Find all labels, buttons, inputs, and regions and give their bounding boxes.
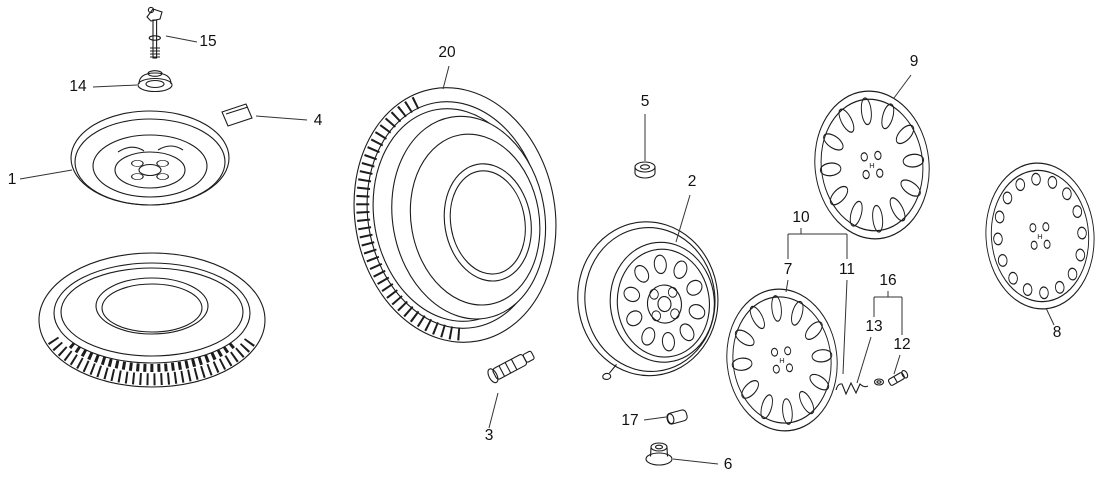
- brand-mark-lower-cover: H: [779, 356, 784, 365]
- callout-bracket-10: [787, 228, 848, 259]
- valve-core-drawing: [146, 6, 163, 59]
- callout-12: 12: [893, 336, 910, 353]
- tire-drawing: [353, 87, 557, 343]
- spare-tire-drawing: [38, 252, 266, 388]
- wheel-cover-right-drawing: [985, 162, 1095, 310]
- valve-clip-drawing: [835, 381, 869, 396]
- callout-1: 1: [8, 171, 17, 188]
- balance-weight-drawing: [666, 409, 688, 425]
- brand-mark-upper-cover: H: [869, 161, 874, 170]
- callout-5: 5: [641, 93, 650, 110]
- wheel-cover-lower-drawing: [720, 288, 844, 432]
- callout-9: 9: [910, 53, 919, 70]
- callout-2: 2: [688, 173, 697, 190]
- leader-lines: [19, 35, 1055, 465]
- callout-4: 4: [314, 112, 323, 129]
- valve-cap-drawing: [137, 70, 173, 93]
- callout-labels: 1 14 15 4 20 3 5 2 17 6 9 10 7 11 16 13 …: [8, 33, 1062, 473]
- callout-10: 10: [792, 209, 810, 226]
- callout-bracket-16: [873, 291, 903, 335]
- lug-nut-drawing: [645, 442, 673, 466]
- callout-3: 3: [485, 427, 494, 444]
- callout-17: 17: [621, 412, 638, 429]
- callout-8: 8: [1053, 324, 1062, 341]
- callout-11: 11: [839, 261, 855, 278]
- callout-6: 6: [724, 456, 733, 473]
- brand-mark-right-cover: H: [1037, 232, 1042, 241]
- tire-valve-drawing: [487, 350, 535, 384]
- callout-7: 7: [784, 261, 793, 278]
- wheel-nut-upper-drawing: [634, 161, 656, 179]
- steel-wheel-drawing: [577, 221, 719, 381]
- weight-label-drawing: [221, 103, 253, 127]
- wheel-cover-upper-drawing: [808, 90, 937, 240]
- callout-13: 13: [865, 318, 882, 335]
- callout-20: 20: [438, 44, 456, 61]
- callout-14: 14: [69, 78, 87, 95]
- callout-16: 16: [879, 272, 896, 289]
- callout-15: 15: [199, 33, 216, 50]
- small-valve-drawing: [873, 370, 909, 386]
- spare-wheel-rim-drawing: [70, 110, 230, 206]
